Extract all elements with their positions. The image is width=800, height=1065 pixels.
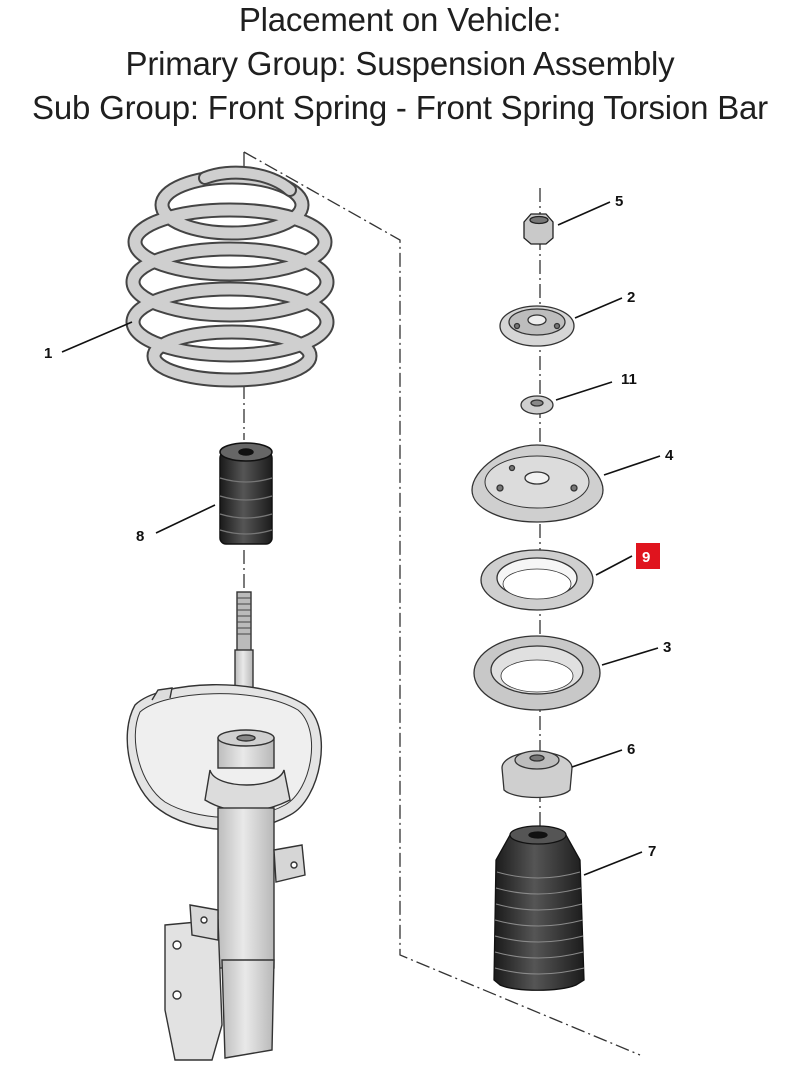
dust-boot [493,825,585,991]
spring-seat [473,635,601,711]
leader-lines [61,201,661,876]
callout-1: 1 [44,345,52,362]
header-primary-group: Primary Group: Suspension Assembly [125,45,675,82]
strut-bearing [480,549,594,611]
header-sub-group: Sub Group: Front Spring - Front Spring T… [32,89,768,126]
callout-8: 8 [136,528,144,545]
callout-6: 6 [627,741,635,758]
diagram-header: Placement on Vehicle: Primary Group: Sus… [0,0,800,130]
strut-top-mount [471,444,604,523]
dust-cap [501,750,573,799]
callout-9: 9 [642,549,650,566]
header-placement: Placement on Vehicle: [238,1,562,38]
callout-7: 7 [648,843,656,860]
bump-stop [219,442,273,545]
upper-mount-plate [499,305,575,347]
callout-5: 5 [615,193,623,210]
small-washer [520,395,554,415]
callout-2: 2 [627,289,635,306]
callout-3: 3 [663,639,671,656]
callout-11: 11 [621,371,637,388]
callout-4: 4 [665,447,674,464]
strut-assembly [126,591,323,1061]
callout-9-highlight [636,543,660,569]
coil-spring [125,165,335,388]
strut-nut [523,213,554,245]
